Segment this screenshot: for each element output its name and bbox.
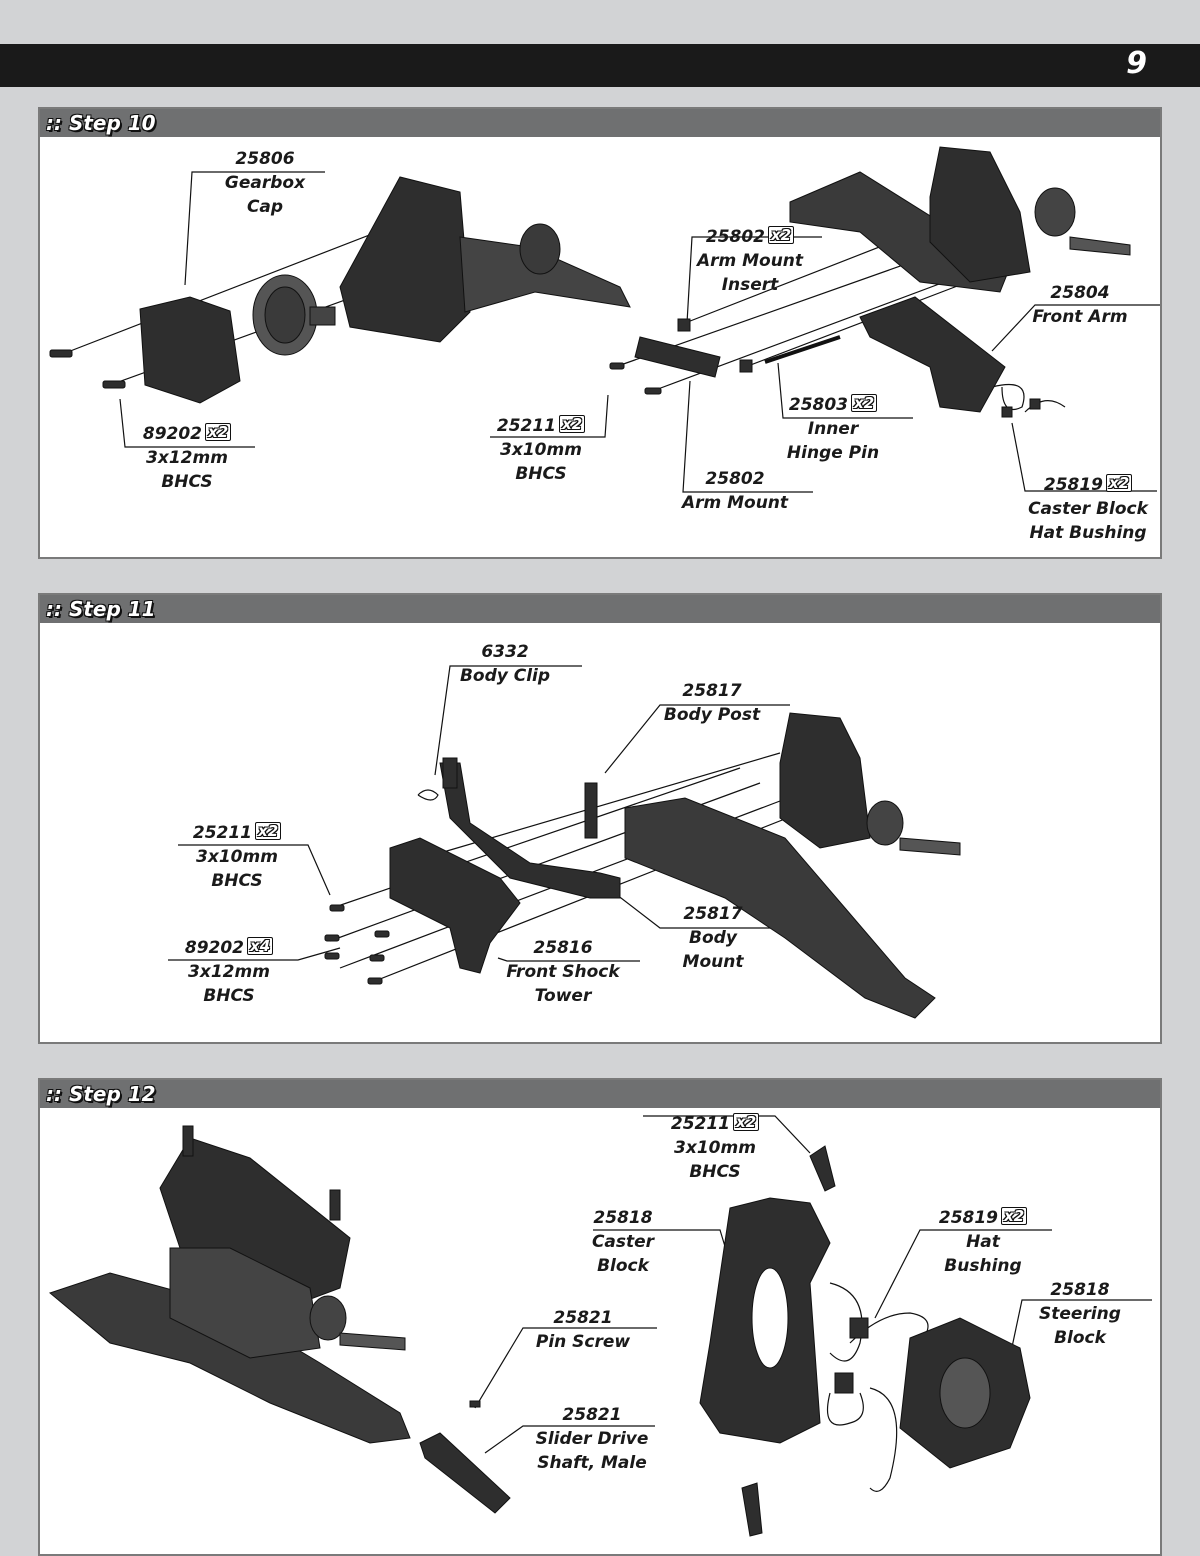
step-12-panel: :: Step 12 xyxy=(38,1078,1162,1556)
part-label-25818-steering: 25818 Steering Block xyxy=(1039,1280,1121,1348)
part-label-25817-mount: 25817 Body Mount xyxy=(682,904,744,972)
part-label-25821-shaft: 25821 Slider Drive Shaft, Male xyxy=(535,1405,649,1473)
step-12-header: :: Step 12 xyxy=(40,1080,1160,1108)
part-label-25817-post: 25817 Body Post xyxy=(663,681,761,725)
step-10-title: :: Step 10 xyxy=(46,111,156,135)
part-label-25806: 25806 Gearbox Cap xyxy=(224,149,306,217)
part-label-25804: 25804 Front Arm xyxy=(1032,283,1128,327)
part-label-25821-pin: 25821 Pin Screw xyxy=(535,1308,631,1352)
part-label-25818-caster: 25818 Caster Block xyxy=(591,1208,655,1276)
part-label-25816: 25816 Front Shock Tower xyxy=(506,938,620,1006)
step-12-exploded-diagram xyxy=(48,1115,1152,1537)
step-10-panel: :: Step 10 xyxy=(38,107,1162,559)
step-11-header: :: Step 11 xyxy=(40,595,1160,623)
step-12-title: :: Step 12 xyxy=(46,1082,156,1106)
part-label-6332: 6332 Body Clip xyxy=(459,642,551,686)
step-11-panel: :: Step 11 xyxy=(38,593,1162,1044)
step-11-title: :: Step 11 xyxy=(46,597,156,621)
page-number: 9 xyxy=(1126,46,1148,81)
step-11-exploded-diagram xyxy=(168,665,961,1019)
step-10-exploded-diagram xyxy=(49,146,1160,493)
step-10-header: :: Step 10 xyxy=(40,109,1160,137)
page-header-bar: 9 xyxy=(0,44,1200,87)
part-label-25802-mount: 25802 Arm Mount xyxy=(681,469,789,513)
